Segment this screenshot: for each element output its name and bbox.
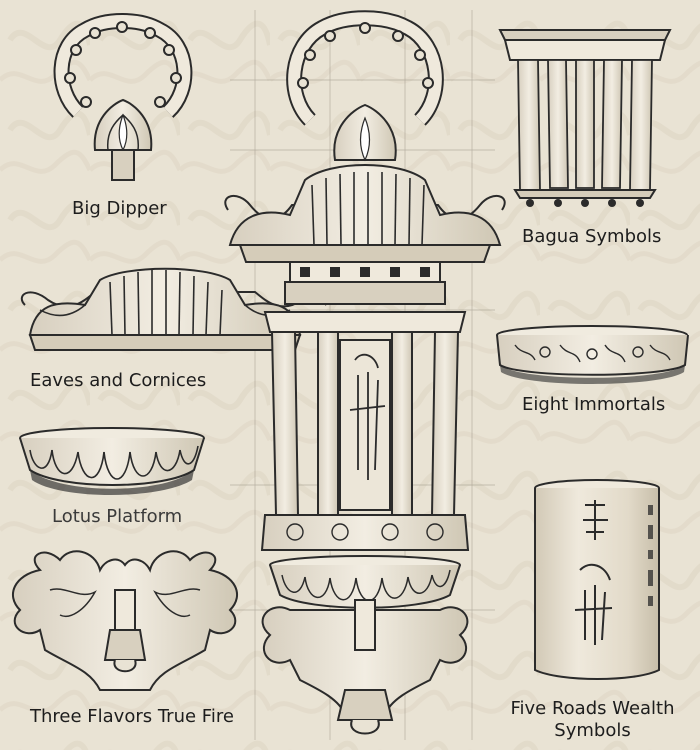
label-lotus-platform: Lotus Platform <box>52 506 183 527</box>
bagua-symbols-piece <box>498 29 672 207</box>
label-three-flavors-true-fire: Three Flavors True Fire <box>30 706 234 727</box>
label-eaves-and-cornices: Eaves and Cornices <box>30 370 207 391</box>
three-flavors-true-fire-piece <box>11 550 239 691</box>
label-five-roads-line2: Symbols <box>554 720 631 741</box>
label-big-dipper: Big Dipper <box>72 198 167 219</box>
lotus-platform-piece <box>19 427 205 495</box>
label-five-roads-line1: Five Roads Wealth <box>510 698 675 719</box>
assembled-lantern <box>224 10 506 735</box>
label-bagua-symbols: Bagua Symbols <box>522 226 662 247</box>
five-roads-wealth-symbols-piece <box>534 479 660 680</box>
label-eight-immortals: Eight Immortals <box>522 394 666 415</box>
eight-immortals-piece <box>496 325 689 384</box>
label-five-roads-wealth-symbols: Five Roads Wealth Symbols <box>500 698 685 742</box>
big-dipper-piece <box>53 13 193 181</box>
eaves-and-cornices-piece <box>20 267 330 351</box>
